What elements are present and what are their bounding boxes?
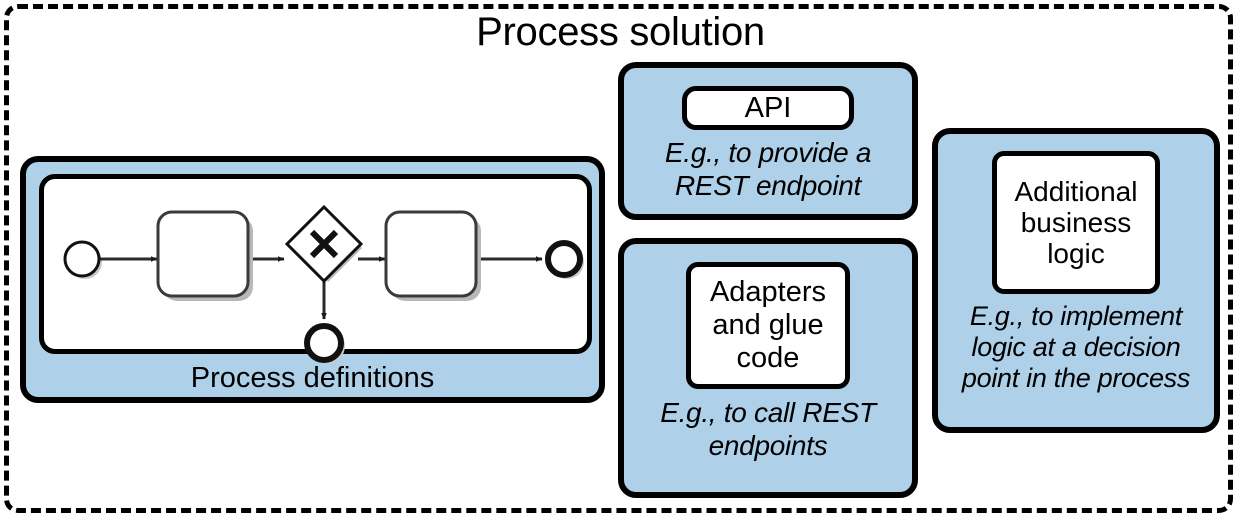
card-adapters-and-glue-code[interactable]: Adapters and glue code E.g., to call RES… bbox=[618, 238, 918, 498]
card-api[interactable]: API E.g., to provide a REST endpoint bbox=[618, 62, 918, 220]
card-process-definitions[interactable]: Process definitions bbox=[20, 156, 605, 403]
bpmn-diagram bbox=[63, 204, 584, 364]
bpmn-end-event-1[interactable] bbox=[545, 240, 583, 278]
bpmn-start-event[interactable] bbox=[63, 240, 101, 278]
bpmn-task-1[interactable] bbox=[156, 210, 250, 298]
process-definitions-inner-panel bbox=[39, 174, 592, 364]
api-label-box[interactable]: API bbox=[682, 86, 854, 130]
card-caption-process-definitions: Process definitions bbox=[190, 362, 435, 394]
business-logic-label-box[interactable]: Additional business logic bbox=[992, 151, 1160, 294]
adapters-note: E.g., to call REST endpoints bbox=[660, 397, 876, 461]
bpmn-task-2[interactable] bbox=[384, 210, 478, 298]
adapters-label-box[interactable]: Adapters and glue code bbox=[686, 262, 850, 389]
card-additional-business-logic[interactable]: Additional business logic E.g., to imple… bbox=[932, 128, 1220, 433]
api-note: E.g., to provide a REST endpoint bbox=[664, 137, 872, 201]
process-solution-boundary bbox=[4, 4, 1233, 513]
bpmn-end-event-2[interactable] bbox=[304, 323, 344, 363]
page-title: Process solution bbox=[476, 10, 765, 54]
business-logic-note: E.g., to implement logic at a decision p… bbox=[961, 301, 1191, 393]
gateway-x-icon bbox=[309, 229, 339, 259]
